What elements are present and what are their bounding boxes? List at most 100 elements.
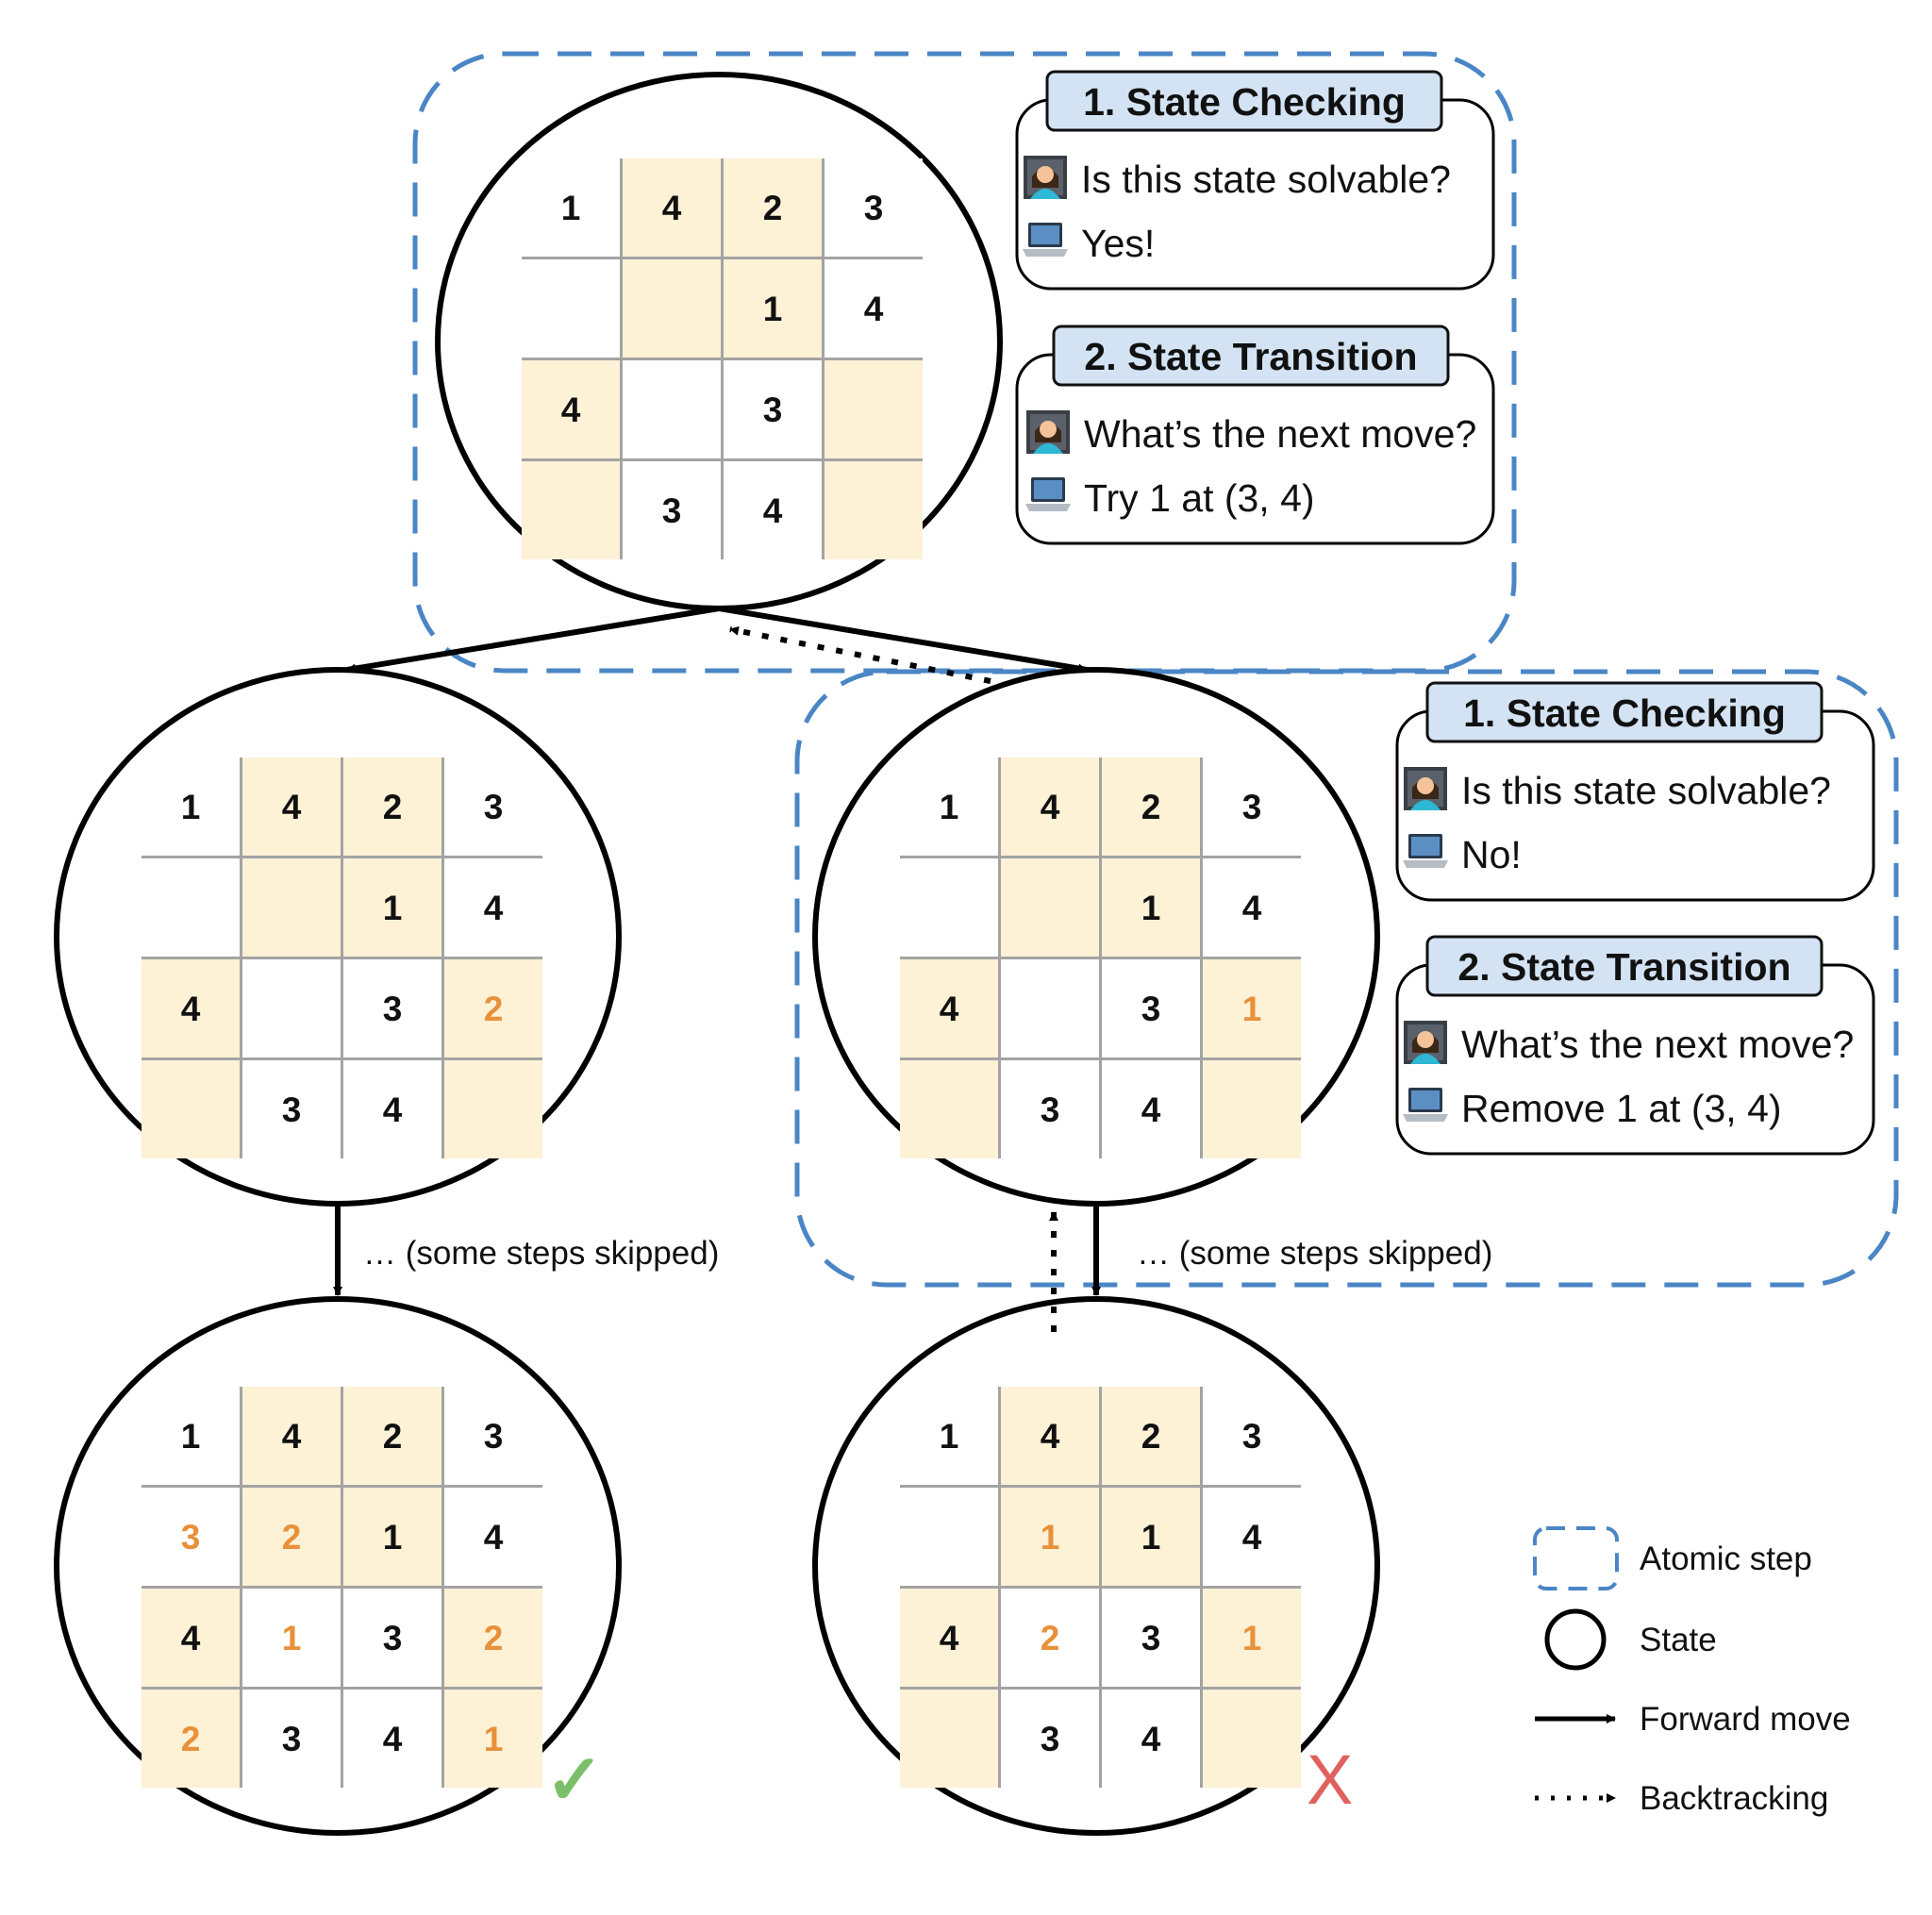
grid-cell[interactable]: [343, 1690, 441, 1788]
grid-cell[interactable]: [900, 1488, 998, 1586]
grid-cell[interactable]: [444, 1387, 542, 1485]
grid-cell[interactable]: [242, 1589, 341, 1687]
grid-cell[interactable]: [1102, 1387, 1200, 1485]
grid-cell[interactable]: [1102, 1060, 1200, 1158]
grid-cell[interactable]: [1102, 858, 1200, 957]
grid-cell[interactable]: [444, 959, 542, 1057]
grid-cell[interactable]: [623, 259, 721, 358]
laptop-icon: [1403, 834, 1448, 868]
grid-cell[interactable]: [1102, 1488, 1200, 1586]
grid-cell[interactable]: [142, 758, 240, 856]
grid-cell[interactable]: [142, 1060, 240, 1158]
grid-cell[interactable]: [1203, 1690, 1301, 1788]
grid-cell[interactable]: [444, 858, 542, 957]
cell-digit: 2: [1041, 1619, 1060, 1657]
grid-cell[interactable]: [1001, 1690, 1099, 1788]
grid-cell[interactable]: [623, 360, 721, 458]
cell-digit: 4: [383, 1720, 403, 1758]
grid-cell[interactable]: [724, 259, 822, 358]
grid-cell[interactable]: [1203, 1488, 1301, 1586]
grid-cell[interactable]: [1203, 1589, 1301, 1687]
grid-cell[interactable]: [1203, 1387, 1301, 1485]
grid-cell[interactable]: [522, 158, 620, 257]
grid-cell[interactable]: [1001, 1387, 1099, 1485]
grid-cell[interactable]: [343, 858, 441, 957]
svg-text:Is this state solvable?: Is this state solvable?: [1081, 158, 1451, 201]
state-checking-panel-right: 1. State Checking Is this state solvable…: [1395, 681, 1875, 902]
grid-cell[interactable]: [142, 1387, 240, 1485]
grid-cell[interactable]: [142, 959, 240, 1057]
grid-cell[interactable]: [1203, 858, 1301, 957]
grid-cell[interactable]: [900, 858, 998, 957]
grid-cell[interactable]: [522, 259, 620, 358]
laptop-icon: [1403, 1088, 1448, 1122]
grid-cell[interactable]: [824, 259, 923, 358]
grid-cell[interactable]: [522, 360, 620, 458]
state-transition-header: [1425, 935, 1824, 997]
grid-cell[interactable]: [724, 360, 822, 458]
grid-cell[interactable]: [343, 758, 441, 856]
grid-cell[interactable]: [343, 959, 441, 1057]
grid-cell[interactable]: [1102, 959, 1200, 1057]
cell-digit: 3: [864, 189, 884, 227]
grid-cell[interactable]: [900, 1387, 998, 1485]
cell-digit: 2: [181, 1720, 201, 1758]
grid-cell[interactable]: [900, 1589, 998, 1687]
grid-cell[interactable]: [900, 1690, 998, 1788]
grid-cell[interactable]: [824, 461, 923, 559]
grid-cell[interactable]: [444, 1690, 542, 1788]
grid-cell[interactable]: [343, 1488, 441, 1586]
grid-cell[interactable]: [242, 1387, 341, 1485]
grid-cell[interactable]: [1001, 1589, 1099, 1687]
grid-cell[interactable]: [1001, 1060, 1099, 1158]
grid-cell[interactable]: [1203, 1060, 1301, 1158]
grid-cell[interactable]: [1102, 1589, 1200, 1687]
grid-cell[interactable]: [1001, 758, 1099, 856]
cell-digit: 4: [1242, 1518, 1262, 1557]
grid-cell[interactable]: [142, 858, 240, 957]
grid-cell[interactable]: [824, 158, 923, 257]
grid-cell[interactable]: [1001, 959, 1099, 1057]
grid-cell[interactable]: [242, 1488, 341, 1586]
grid-cell[interactable]: [1001, 1488, 1099, 1586]
grid-cell[interactable]: [824, 360, 923, 458]
grid-cell[interactable]: [1203, 959, 1301, 1057]
cell-digit: 3: [484, 1417, 504, 1456]
grid-cell[interactable]: [242, 1690, 341, 1788]
grid-cell[interactable]: [724, 158, 822, 257]
grid-cell[interactable]: [623, 158, 721, 257]
cell-digit: 1: [1041, 1518, 1060, 1557]
state-transition-panel-top: 2. State Transition What’s the next move…: [1015, 325, 1495, 545]
state-icon: [1544, 1608, 1607, 1671]
cell-digit: 4: [763, 491, 783, 530]
grid-cell[interactable]: [242, 1060, 341, 1158]
grid-cell[interactable]: [623, 461, 721, 559]
grid-cell[interactable]: [444, 1488, 542, 1586]
grid-cell[interactable]: [242, 858, 341, 957]
grid-cell[interactable]: [444, 1589, 542, 1687]
grid-cell[interactable]: [900, 758, 998, 856]
grid-cell[interactable]: [242, 758, 341, 856]
grid-cell[interactable]: [343, 1387, 441, 1485]
grid-cell[interactable]: [900, 959, 998, 1057]
grid-cell[interactable]: [142, 1690, 240, 1788]
grid-cell[interactable]: [522, 461, 620, 559]
cell-digit: 4: [484, 1518, 504, 1557]
grid-cell[interactable]: [444, 758, 542, 856]
grid-cell[interactable]: [242, 959, 341, 1057]
grid-cell[interactable]: [1102, 1690, 1200, 1788]
grid-cell[interactable]: [724, 461, 822, 559]
grid-cell[interactable]: [1203, 758, 1301, 856]
cell-digit: 1: [181, 788, 201, 826]
cell-digit: 4: [940, 1619, 959, 1657]
grid-cell[interactable]: [142, 1488, 240, 1586]
grid-cell[interactable]: [444, 1060, 542, 1158]
grid-cell[interactable]: [343, 1589, 441, 1687]
grid-cell[interactable]: [1102, 758, 1200, 856]
grid-cell[interactable]: [900, 1060, 998, 1158]
cell-digit: 1: [940, 1417, 959, 1456]
grid-cell[interactable]: [142, 1589, 240, 1687]
grid-cell[interactable]: [343, 1060, 441, 1158]
grid-cell[interactable]: [1001, 858, 1099, 957]
